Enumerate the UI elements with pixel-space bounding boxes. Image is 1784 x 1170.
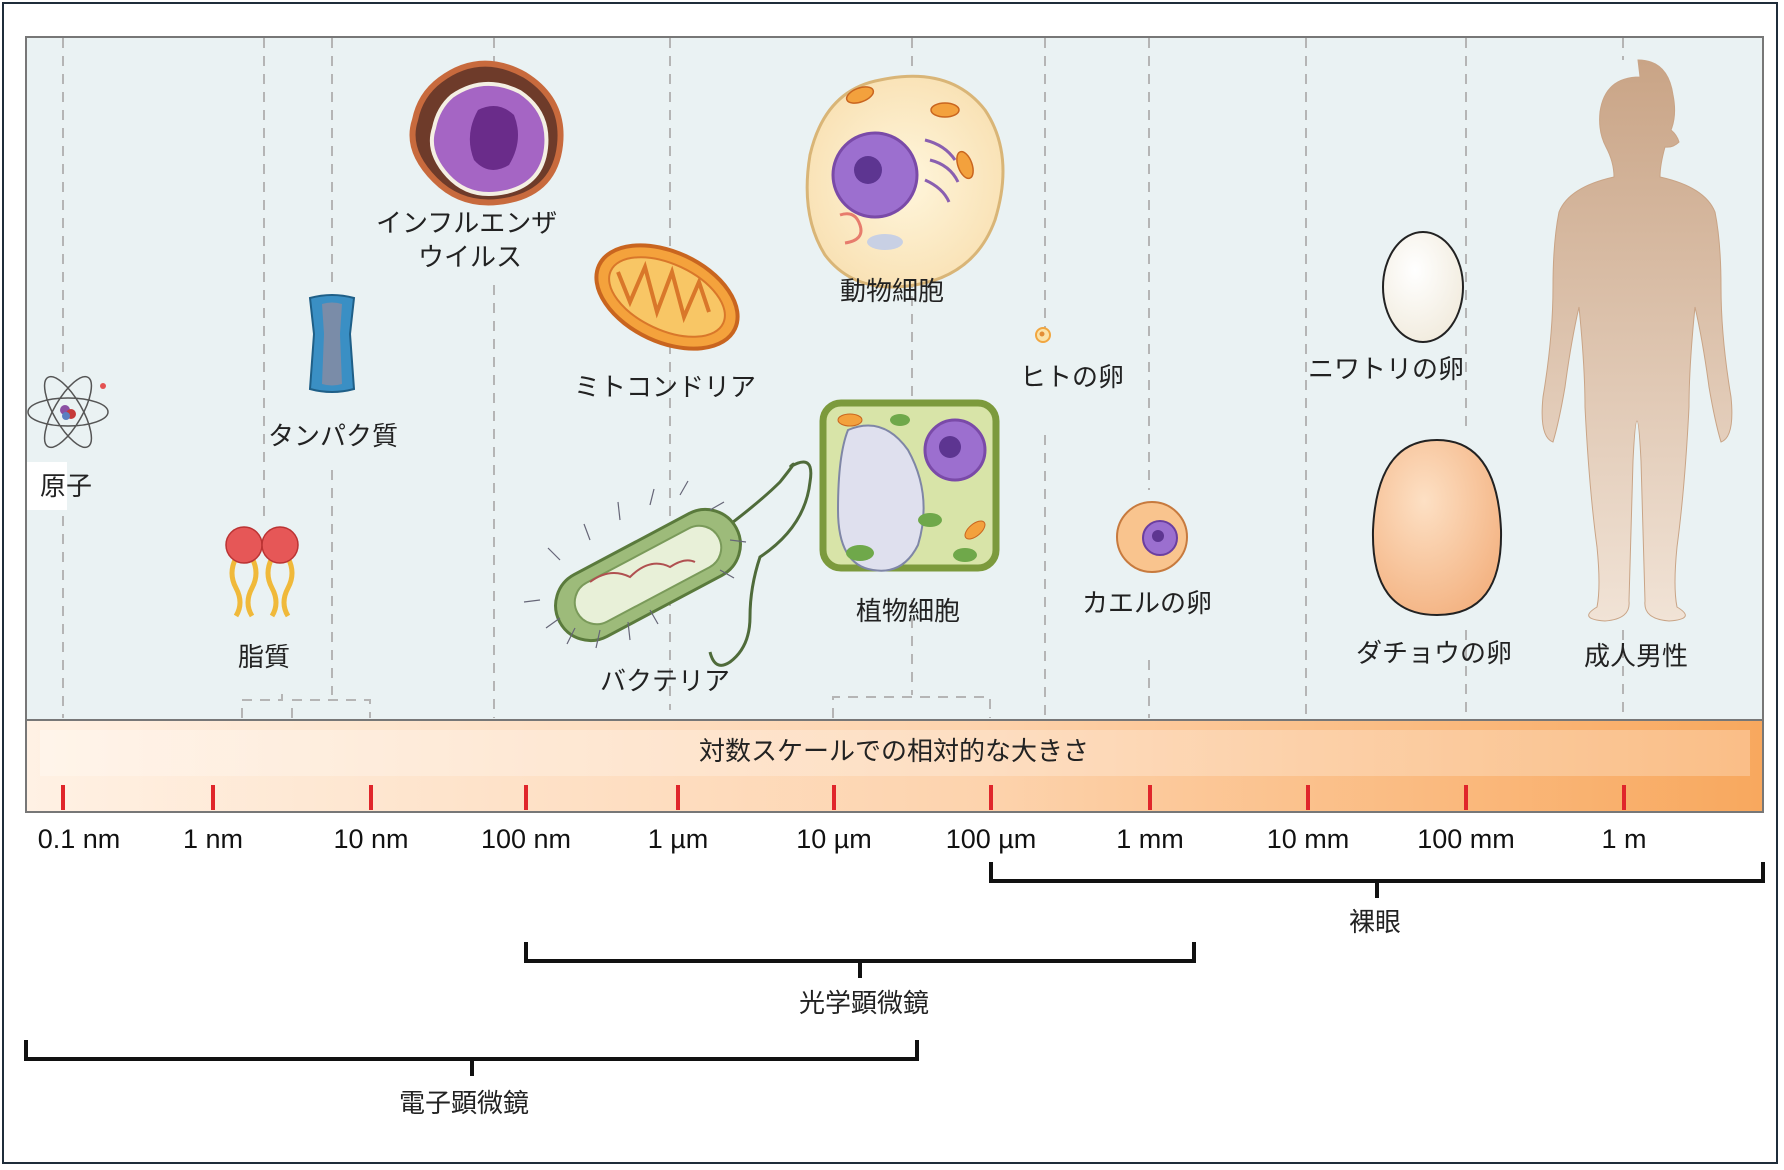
plant-cell-illustration: [819, 399, 1000, 572]
animal-cell-illustration: [805, 74, 1005, 289]
lipid-label: 脂質: [238, 643, 290, 673]
adult-man-label: 成人男性: [1584, 642, 1688, 672]
protein-illustration: [308, 294, 356, 393]
influenza-label-line1: インフルエンザ: [376, 209, 557, 239]
influenza-virus-illustration: [409, 60, 564, 206]
tick-label: 0.1 nm: [38, 824, 121, 854]
scale-title: 対数スケールでの相対的な大きさ: [699, 737, 1089, 767]
tick-label: 100 nm: [481, 824, 571, 854]
tick-label: 1 nm: [183, 824, 243, 854]
scale-bar: [25, 719, 1764, 813]
animal-cell-label: 動物細胞: [840, 277, 944, 307]
tick-label: 100 mm: [1417, 824, 1515, 854]
scale-bar-highlight: [40, 730, 1750, 776]
scale-tick-labels: 0.1 nm 1 nm 10 nm 100 nm 1 µm 10 µm 100 …: [38, 824, 1647, 854]
tick-label: 10 mm: [1267, 824, 1350, 854]
tick-label: 1 mm: [1116, 824, 1184, 854]
human-egg-label: ヒトの卵: [1020, 363, 1124, 393]
ostrich-egg-illustration: [1371, 438, 1503, 617]
electron-microscope-bracket: [24, 1040, 919, 1076]
frog-egg-label: カエルの卵: [1082, 589, 1212, 619]
electron-microscope-label: 電子顕微鏡: [399, 1089, 529, 1119]
frog-egg-illustration: [1116, 501, 1188, 573]
plant-cell-label: 植物細胞: [856, 597, 960, 627]
scale-tick-marks: [61, 785, 1626, 810]
mitochondria-label: ミトコンドリア: [574, 373, 756, 403]
adult-man-illustration: [1541, 59, 1733, 622]
light-microscope-label: 光学顕微鏡: [799, 989, 929, 1019]
grid-lines: [62, 38, 1624, 718]
tick-label: 10 nm: [333, 824, 408, 854]
chicken-egg-illustration: [1382, 231, 1464, 343]
tick-label: 1 µm: [648, 824, 709, 854]
bacteria-label: バクテリア: [600, 667, 730, 697]
ostrich-egg-label: ダチョウの卵: [1356, 639, 1512, 669]
human-egg-illustration: [1035, 327, 1051, 343]
light-microscope-bracket: [524, 942, 1196, 978]
chicken-egg-label: ニワトリの卵: [1308, 355, 1464, 385]
tick-label: 100 µm: [946, 824, 1037, 854]
lipid-illustration: [225, 526, 299, 618]
tick-label: 10 µm: [796, 824, 872, 854]
atom-label-backdrop: [27, 462, 67, 510]
tick-label: 1 m: [1601, 824, 1646, 854]
influenza-label-line2: ウイルス: [418, 243, 522, 273]
atom-illustration: [27, 375, 109, 449]
naked-eye-bracket: [989, 862, 1765, 898]
bacteria-illustration: [523, 460, 813, 667]
mitochondria-illustration: [594, 243, 740, 351]
atom-label: 原子: [40, 472, 92, 502]
naked-eye-label: 裸眼: [1349, 908, 1401, 938]
protein-label: タンパク質: [268, 422, 398, 452]
